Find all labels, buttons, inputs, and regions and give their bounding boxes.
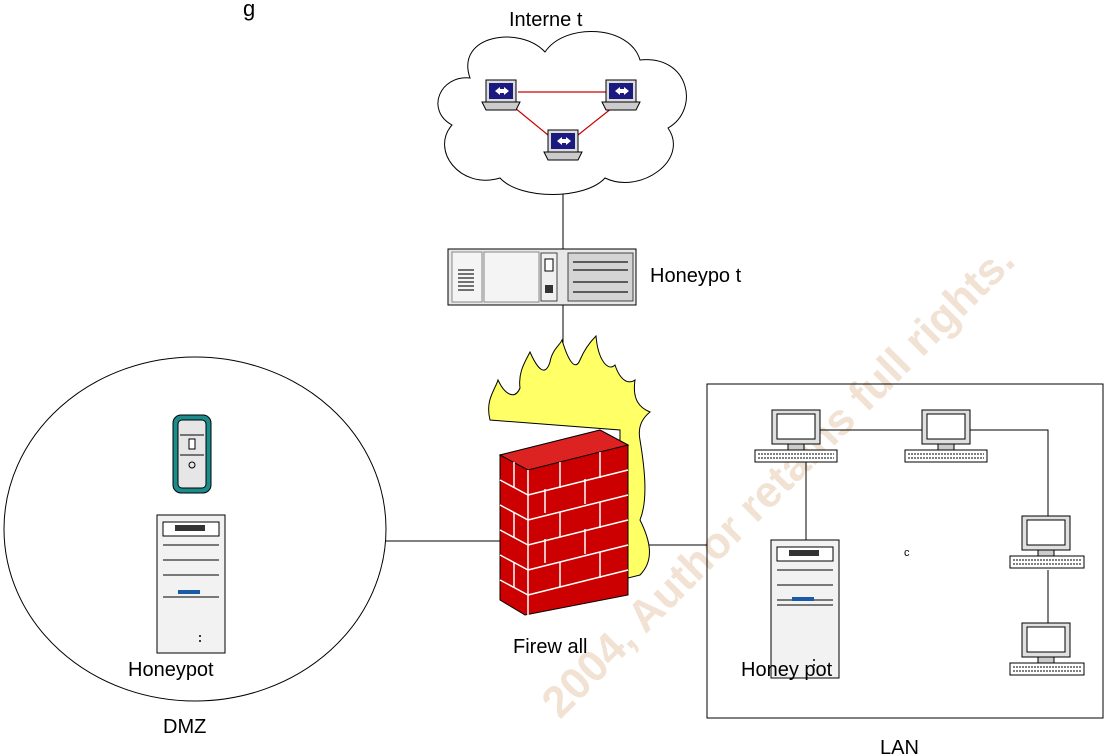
lan-honeypot-label: Honey pot: [741, 659, 833, 681]
internet-links: [514, 91, 613, 136]
dmz-server-icon: [172, 414, 212, 494]
dmz-honeypot-label: Honeypot: [128, 659, 214, 681]
internet-label: Interne t: [509, 9, 583, 31]
stray-mark: c: [904, 547, 910, 559]
dmz-label: DMZ: [163, 716, 206, 738]
lan-label: LAN: [880, 737, 919, 756]
honeypot-internet-label: Honeypo t: [650, 265, 742, 287]
desktop-computer-icon: [754, 409, 838, 463]
desktop-computer-icon: [904, 409, 988, 463]
firewall-label: Firew all: [513, 636, 587, 658]
lan-network-lines: [793, 429, 1049, 625]
laptop-icon: [481, 79, 521, 111]
desktop-computer-icon: [1009, 622, 1085, 676]
laptop-icon: [543, 129, 583, 161]
header-partial-text: g: [243, 0, 255, 21]
firewall-icon: [488, 334, 651, 616]
dmz-zone: [3, 356, 387, 702]
internet-cloud: [437, 31, 687, 195]
lan-zone: [706, 383, 1104, 719]
laptop-icon: [601, 79, 641, 111]
dmz-honeypot-tower-icon: [156, 514, 226, 654]
desktop-computer-icon: [1009, 515, 1085, 569]
rack-server-icon: [447, 248, 637, 306]
lan-honeypot-tower-icon: [770, 539, 840, 679]
